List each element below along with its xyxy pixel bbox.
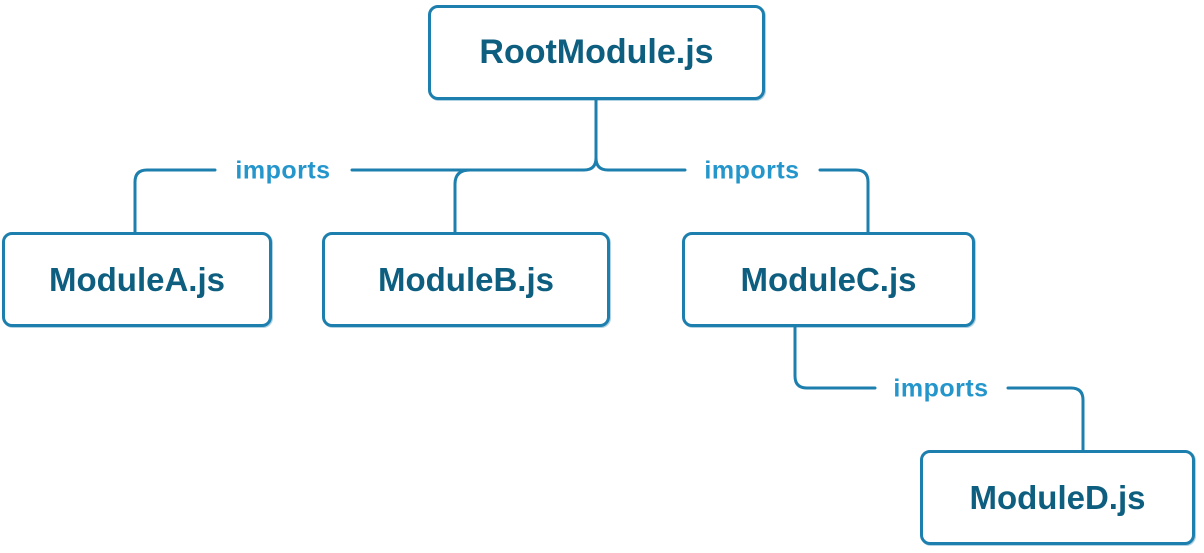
edge-label-imports-bottom: imports <box>893 374 989 403</box>
node-modulea-label: ModuleA.js <box>48 260 225 298</box>
node-modulea: ModuleA.js <box>2 232 272 327</box>
node-moduled-label: ModuleD.js <box>969 478 1146 516</box>
node-rootmodule: RootModule.js <box>428 5 765 100</box>
node-moduled: ModuleD.js <box>920 450 1195 545</box>
node-moduleb-label: ModuleB.js <box>377 260 554 298</box>
edge-root-to-modulea <box>133 98 598 234</box>
node-rootmodule-label: RootModule.js <box>479 33 714 71</box>
edge-modulec-to-moduled <box>793 325 1085 452</box>
node-moduleb: ModuleB.js <box>322 232 610 327</box>
edge-label-imports-left: imports <box>235 156 331 185</box>
node-modulec: ModuleC.js <box>682 232 975 327</box>
node-modulec-label: ModuleC.js <box>740 260 917 298</box>
edge-root-to-modulec <box>594 98 870 234</box>
edge-label-imports-right: imports <box>704 156 800 185</box>
edge-root-to-moduleb <box>453 168 472 234</box>
